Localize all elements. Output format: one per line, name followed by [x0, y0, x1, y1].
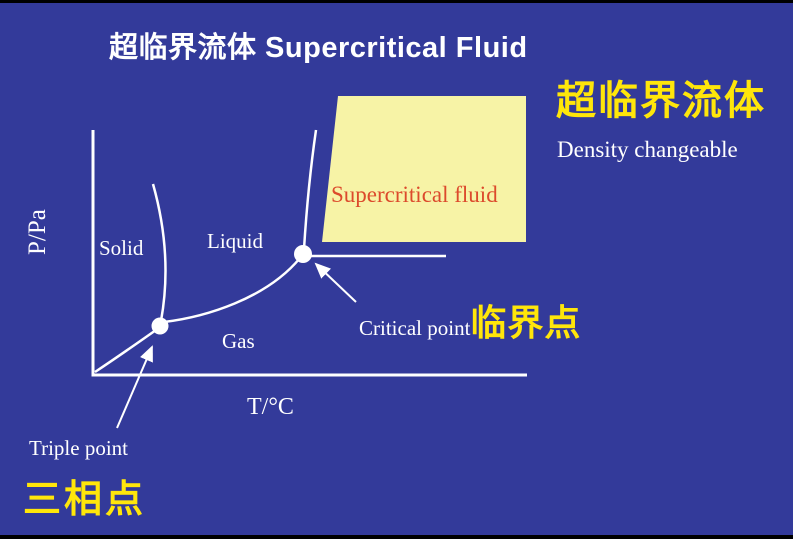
axes	[91, 130, 527, 377]
critical-point-label-en: Critical point	[359, 316, 471, 340]
x-axis-label: T/°C	[247, 394, 294, 420]
vaporization-curve	[163, 257, 301, 324]
supercritical-region	[322, 96, 526, 242]
supercritical-region-label: Supercritical fluid	[331, 182, 498, 207]
solid-liquid-curve	[151, 183, 167, 322]
critical-point-arrow-icon	[314, 262, 357, 303]
y-axis-label: P/Pa	[24, 209, 51, 255]
solid-region-label: Solid	[99, 236, 144, 260]
gas-region-label: Gas	[222, 329, 255, 353]
density-changeable-label: Density changeable	[557, 137, 738, 162]
supercritical-cn-heading: 超临界流体	[556, 78, 766, 123]
critical-point-dot	[294, 245, 312, 263]
triple-point-label-cn: 三相点	[23, 479, 147, 521]
sublimation-curve	[94, 328, 157, 374]
critical-point-caption: Critical point 临界点	[359, 294, 581, 346]
supercritical-left-boundary	[302, 129, 318, 250]
liquid-region-label: Liquid	[207, 229, 263, 253]
slide-title: 超临界流体 Supercritical Fluid	[109, 32, 528, 64]
triple-point-dot	[151, 317, 169, 335]
top-edge-bar	[0, 0, 793, 3]
triple-point-arrow-icon	[116, 345, 153, 429]
critical-point-label-cn: 临界点	[470, 303, 582, 343]
bottom-edge-bar	[0, 535, 793, 539]
triple-point-label-en: Triple point	[29, 436, 128, 460]
